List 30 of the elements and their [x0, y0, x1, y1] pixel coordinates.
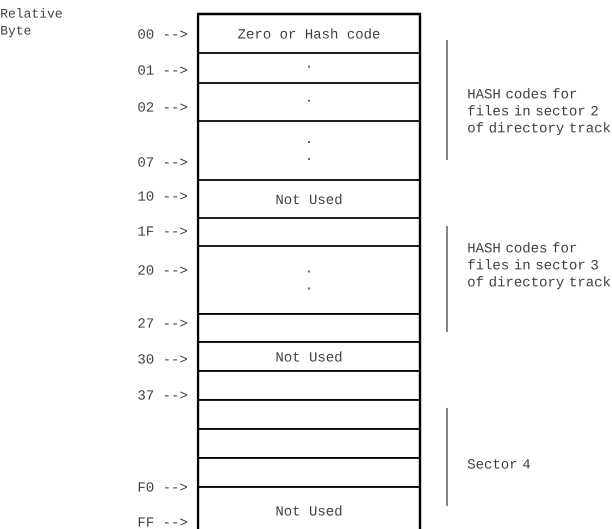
memory-cell [197, 457, 421, 488]
offset-label: FF --> [138, 517, 187, 527]
memory-cell: . . [197, 120, 421, 181]
memory-cell [197, 313, 421, 343]
memory-cell: . . [197, 245, 421, 315]
memory-cell [197, 428, 421, 459]
memory-cell [197, 370, 421, 401]
row-label: Relative Byte [1, 8, 62, 38]
memory-cell [197, 399, 421, 430]
memory-cell: Zero or Hash code [197, 13, 421, 54]
offset-label: 30 --> [138, 354, 187, 364]
memory-cell: Not Used [197, 341, 421, 372]
memory-cell: . [197, 82, 421, 122]
memory-cell [197, 217, 421, 247]
offset-label: 01 --> [138, 65, 187, 75]
offset-label: 20 --> [138, 265, 187, 275]
offset-label: F0 --> [138, 482, 187, 492]
memory-cell: Not Used [197, 486, 421, 529]
annotation: HASH codes for files in sector 3 of directory track [468, 242, 610, 290]
memory-cell: . [197, 52, 421, 84]
annotation: Sector 4 [468, 459, 530, 469]
offset-label: 00 --> [138, 29, 187, 39]
offset-label: 07 --> [138, 157, 187, 167]
offset-label: 37 --> [138, 390, 187, 400]
offset-label: 27 --> [138, 318, 187, 328]
offset-label: 10 --> [138, 191, 187, 201]
annotation: HASH codes for files in sector 2 of directory track [468, 88, 610, 136]
memory-cell: Not Used [197, 179, 421, 219]
offset-label: 1F --> [138, 226, 187, 236]
offset-label: 02 --> [138, 102, 187, 112]
